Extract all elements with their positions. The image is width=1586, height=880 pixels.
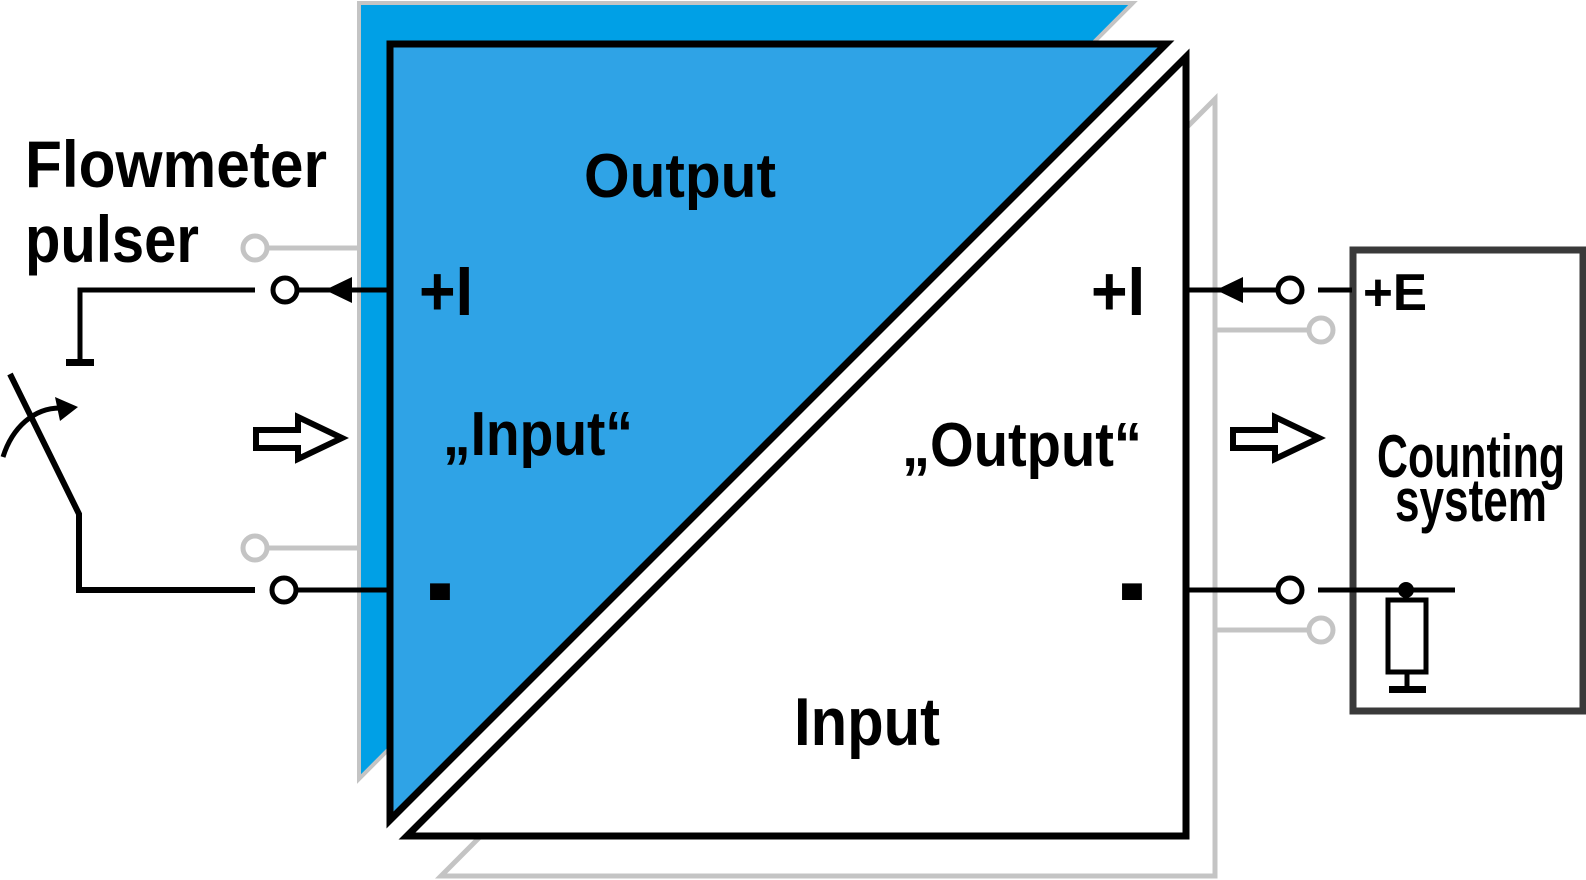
gray-stub-wires — [267, 245, 1309, 633]
terminal-right-minus — [1275, 575, 1305, 605]
counting-box-terminal-label: +E — [1363, 264, 1427, 322]
terminal-left-gray-bottom — [240, 533, 270, 563]
rear-unit-section-label: Input — [794, 684, 940, 760]
switch-blade-and-wire — [7, 372, 255, 593]
signal-direction-right-arrow-icon — [1230, 412, 1326, 464]
terminal-right-plus — [1275, 275, 1305, 305]
switch-actuation-arc — [0, 405, 63, 458]
flowmeter-label-line2: pulser — [25, 202, 199, 276]
rear-unit-terminal-plus-label: +I — [1091, 252, 1145, 330]
front-unit-signal-label: „Input“ — [443, 400, 633, 469]
rear-unit-terminal-minus-label: - — [1119, 501, 1145, 658]
front-unit-terminal-minus-label: - — [427, 501, 453, 658]
flowmeter-label-line1: Flowmeter — [25, 127, 327, 201]
switch-arc-arrowhead-icon — [55, 397, 78, 421]
switch-fixed-contact-bar — [66, 359, 94, 366]
flowmeter-switch-symbol — [0, 287, 255, 593]
resistor-body — [1385, 597, 1429, 675]
wire-left-plus-long — [77, 287, 255, 361]
terminal-left-gray-top — [240, 233, 270, 263]
terminal-right-gray-top — [1306, 315, 1336, 345]
converter-rear-unit-triangle — [398, 48, 1190, 840]
converter-front-unit-triangle — [386, 40, 1175, 829]
resistor-symbol — [1385, 582, 1429, 693]
terminal-right-gray-bottom — [1306, 615, 1336, 645]
signal-direction-left-arrow-icon — [253, 412, 349, 464]
terminal-left-minus — [269, 575, 299, 605]
counting-box-name-line2: system — [1395, 467, 1547, 534]
wire-arrow-left-icon — [325, 277, 352, 303]
front-unit-section-label: Output — [584, 142, 776, 211]
terminal-left-plus — [270, 275, 300, 305]
front-unit-terminal-plus-label: +I — [419, 252, 473, 330]
resistor-ground-bar — [1389, 686, 1426, 693]
rear-unit-signal-label: „Output“ — [902, 411, 1142, 480]
counting-box-name-line1: Counting — [1377, 423, 1565, 490]
wire-arrow-right-icon — [1216, 277, 1243, 303]
